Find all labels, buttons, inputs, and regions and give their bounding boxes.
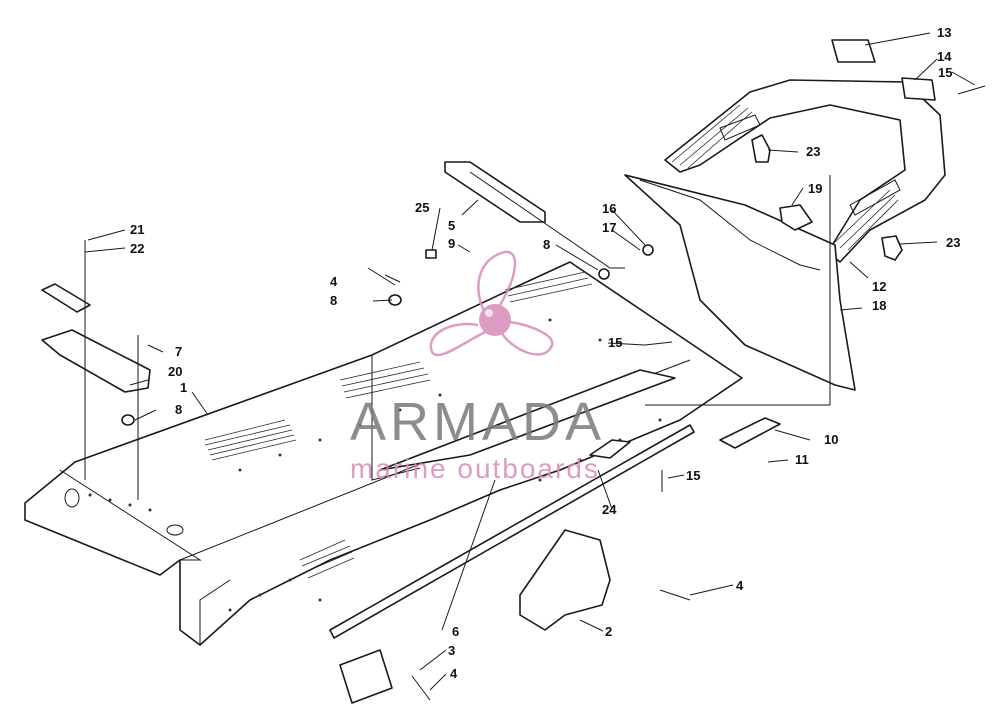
callout-15-bottom: 15 <box>686 468 700 483</box>
callout-12: 12 <box>872 279 886 294</box>
watermark: ARMADA marine outboards <box>350 250 605 484</box>
callout-8-left: 8 <box>175 402 182 417</box>
callout-14: 14 <box>937 49 952 64</box>
pin-4a <box>367 267 396 286</box>
bolt-15a <box>957 85 986 95</box>
clip-19 <box>779 204 813 231</box>
callout-11: 11 <box>795 452 809 467</box>
callout-22: 22 <box>130 241 144 256</box>
leader-lines <box>84 32 976 691</box>
plate-3 <box>339 649 393 704</box>
decal-25 <box>425 249 437 259</box>
callout-18: 18 <box>872 298 886 313</box>
side-rail <box>329 369 695 639</box>
callout-3: 3 <box>448 643 455 658</box>
watermark-tagline: marine outboards <box>350 453 600 484</box>
callout-labels: 1 2 3 4 4 4 5 6 7 8 8 8 8 9 10 11 12 13 … <box>130 25 960 681</box>
plug-8c <box>121 414 135 426</box>
callout-4-bottom: 4 <box>450 666 458 681</box>
callout-15-middle: 15 <box>608 335 622 350</box>
callout-9: 9 <box>448 236 455 251</box>
reflector-10 <box>719 417 781 449</box>
callout-25: 25 <box>415 200 429 215</box>
callout-8-top: 8 <box>543 237 550 252</box>
nut-16 <box>642 244 654 256</box>
callout-6: 6 <box>452 624 459 639</box>
callout-10: 10 <box>824 432 838 447</box>
callout-23-right: 23 <box>946 235 960 250</box>
callout-23-top: 23 <box>806 144 820 159</box>
pin-4b <box>659 589 691 601</box>
callout-2: 2 <box>605 624 612 639</box>
plug-8b <box>598 268 610 280</box>
decal-24 <box>589 439 631 459</box>
watermark-brand: ARMADA <box>350 392 605 452</box>
callout-7: 7 <box>175 344 182 359</box>
callout-1: 1 <box>180 380 187 395</box>
bracket-plate-2 <box>519 529 611 631</box>
callout-20: 20 <box>168 364 182 379</box>
clip-23b <box>881 235 903 261</box>
callout-17: 17 <box>602 220 616 235</box>
callout-16: 16 <box>602 201 616 216</box>
callout-13: 13 <box>937 25 951 40</box>
callout-8-center: 8 <box>330 293 337 308</box>
decal-14 <box>901 77 936 101</box>
callout-4-right: 4 <box>736 578 744 593</box>
callout-5: 5 <box>448 218 455 233</box>
decal-13 <box>831 39 876 63</box>
pin-4c <box>411 675 431 701</box>
callout-21: 21 <box>130 222 144 237</box>
callout-24: 24 <box>602 502 617 517</box>
clip-23a <box>751 134 771 163</box>
callout-4-top: 4 <box>330 274 338 289</box>
bolt-15c <box>644 341 673 346</box>
flap-plate <box>444 161 546 223</box>
callout-15-top: 15 <box>938 65 952 80</box>
trim-strip-20 <box>41 329 151 393</box>
propeller-icon <box>429 250 554 357</box>
callout-19: 19 <box>808 181 822 196</box>
reflector-22 <box>41 283 91 313</box>
